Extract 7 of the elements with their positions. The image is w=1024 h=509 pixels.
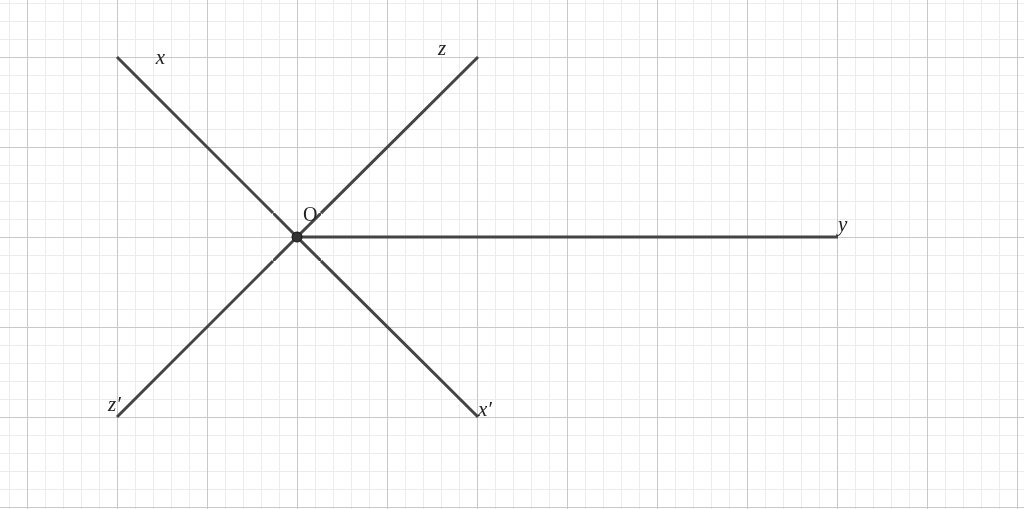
ray-label: z <box>438 36 478 62</box>
ray-line <box>321 235 838 239</box>
ray-label: y <box>838 198 864 237</box>
ray-label: z′ <box>108 376 138 417</box>
ray-label: x′ <box>478 394 512 422</box>
ray-label: x <box>117 45 165 70</box>
point-label: O <box>303 203 318 226</box>
